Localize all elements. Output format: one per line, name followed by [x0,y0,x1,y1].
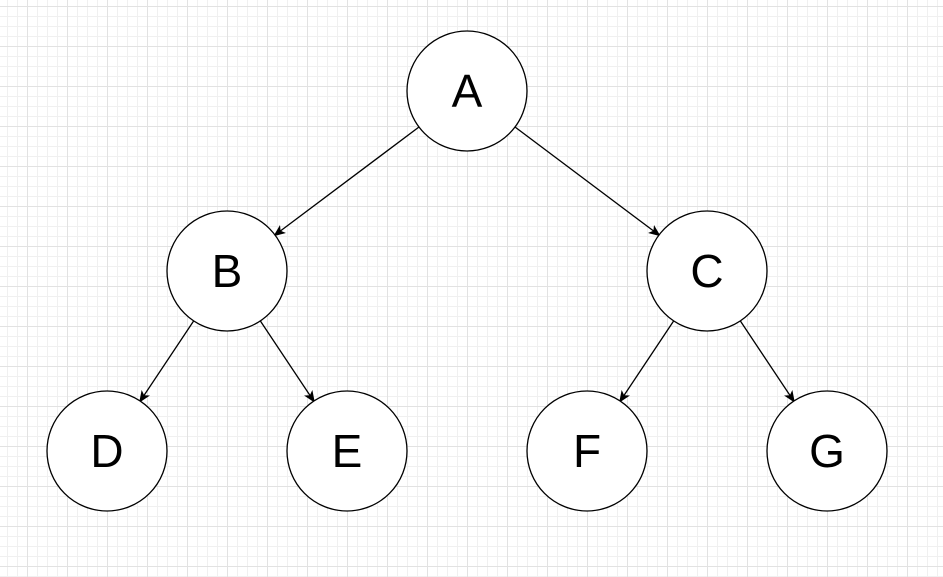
edge-b-e [259,320,315,403]
node-f: F [526,390,648,512]
nodes-layer: A B C D E F G [46,30,888,512]
edge-c-f [619,320,675,403]
node-label-e: E [332,425,363,477]
edge-c-g [739,320,795,403]
node-circle-b [166,210,288,332]
node-circle-f [526,390,648,512]
node-label-a: A [452,65,483,117]
node-a: A [406,30,528,152]
node-circle-g [766,390,888,512]
node-label-c: C [690,245,723,297]
node-circle-a [406,30,528,152]
edge-b-d [139,320,195,403]
node-b: B [166,210,288,332]
node-label-f: F [573,425,601,477]
edge-a-b [273,126,420,237]
node-g: G [766,390,888,512]
node-label-b: B [212,245,243,297]
node-c: C [646,210,768,332]
node-label-g: G [809,425,845,477]
node-circle-c [646,210,768,332]
node-circle-e [286,390,408,512]
node-d: D [46,390,168,512]
node-label-d: D [90,425,123,477]
edge-a-c [514,126,661,237]
node-circle-d [46,390,168,512]
node-e: E [286,390,408,512]
edges-layer [139,126,795,403]
